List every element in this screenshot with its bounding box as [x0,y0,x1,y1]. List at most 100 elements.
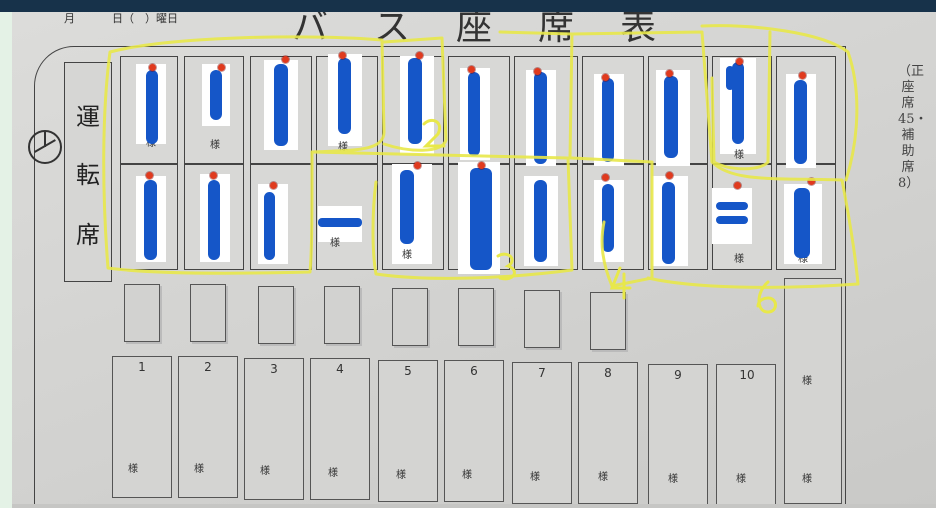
highlight-loop-5 [570,156,654,288]
headrest [258,286,294,344]
pushpin-icon [282,56,289,63]
highlight-loop-3 [310,150,574,280]
pushpin-icon [534,68,541,75]
month-label: 月 [64,12,75,25]
pushpin-icon [210,172,217,179]
seat-suffix: 様 [734,150,744,161]
pushpin-icon [146,172,153,179]
seat-suffix: 様 [668,474,678,485]
rear-seat[interactable] [178,356,238,498]
seat-number: 9 [674,368,682,382]
driver-char-2: 転 [76,161,100,189]
rear-seat[interactable] [648,364,708,506]
redaction-mark [794,188,810,258]
day-label: 日（ ）曜日 [112,12,178,25]
pushpin-icon [602,74,609,81]
redaction-mark [732,62,744,144]
seating-chart-photo: 月 日（ ）曜日 バス座席表 運 転 席 [12,12,936,508]
seat-number: 8 [604,366,612,380]
seat-number: 7 [538,366,546,380]
seat-suffix: 様 [462,470,472,481]
pushpin-icon [808,178,815,185]
redaction-mark [144,180,157,260]
seat-number: 2 [204,360,212,374]
seat-suffix: 様 [128,464,138,475]
redaction-mark [716,202,748,210]
headrest [124,284,160,342]
pushpin-icon [149,64,156,71]
seat-suffix: 様 [194,464,204,475]
rear-seat-side[interactable] [784,278,842,504]
driver-char-3: 席 [76,221,100,249]
pushpin-icon [414,162,421,169]
group-number-2-stroke [422,118,446,148]
pushpin-icon [218,64,225,71]
highlight-loop-6 [570,30,860,289]
pushpin-icon [416,52,423,59]
seat-suffix: 様 [798,254,808,265]
photo-bottom-edge [12,504,936,508]
pushpin-icon [666,172,673,179]
top-frame-bar [0,0,936,12]
seat-number: 10 [739,368,755,382]
highlight-loop-7 [700,24,859,182]
pushpin-icon [736,58,743,65]
chart-title: バス座席表 [292,12,703,48]
redaction-mark [400,170,414,244]
headrest [324,286,360,344]
redaction-mark [602,184,614,252]
redaction-mark [408,58,422,144]
headrest [392,288,428,346]
rear-seat[interactable] [444,360,504,502]
pushpin-icon [734,182,741,189]
redaction-mark [264,192,275,260]
rear-seat[interactable] [310,358,370,500]
pushpin-icon [468,66,475,73]
highlighter-annotations [102,24,860,314]
seat-suffix: 様 [338,142,348,153]
seat-number: 6 [470,364,478,378]
redaction-mark [470,168,492,270]
pushpin-icon [666,70,673,77]
pushpin-icon [339,52,346,59]
rear-seat[interactable] [578,362,638,504]
redaction-mark [534,72,547,164]
seat-suffix: 様 [802,376,812,387]
rear-seat[interactable] [112,356,172,498]
headrest [524,290,560,348]
redaction-mark [534,180,547,262]
headrest [458,288,494,346]
highlight-loop-2 [382,36,448,152]
seat-number: 1 [138,360,146,374]
group-number-4-stroke [609,266,632,300]
headrest [190,284,226,342]
rear-seat[interactable] [244,358,304,500]
redaction-mark [274,64,288,146]
redaction-mark [726,66,734,90]
seat-suffix: 様 [734,254,744,265]
driver-char-1: 運 [76,103,100,131]
rear-seat[interactable] [378,360,438,502]
pushpin-icon [602,174,609,181]
redaction-mark [146,70,158,144]
rear-seat[interactable] [716,364,776,506]
seat-suffix: 様 [328,468,338,479]
redaction-mark [210,70,222,120]
seat-suffix: 様 [402,250,412,261]
redaction-mark [318,218,362,227]
highlight-loop-8 [710,30,772,171]
seat-suffix: 様 [330,238,340,249]
redaction-mark [664,76,678,158]
headrest [590,292,626,350]
seat-suffix: 様 [210,140,220,151]
redaction-mark [794,80,807,164]
rear-seat[interactable] [512,362,572,504]
bus-outline [34,46,846,508]
redaction-mark [208,180,220,260]
redaction-mark [468,72,480,156]
pushpin-icon [799,72,806,79]
seat-number: 4 [336,362,344,376]
seat-number: 5 [404,364,412,378]
highlight-loop-4 [498,30,574,160]
seat-suffix: 様 [530,472,540,483]
